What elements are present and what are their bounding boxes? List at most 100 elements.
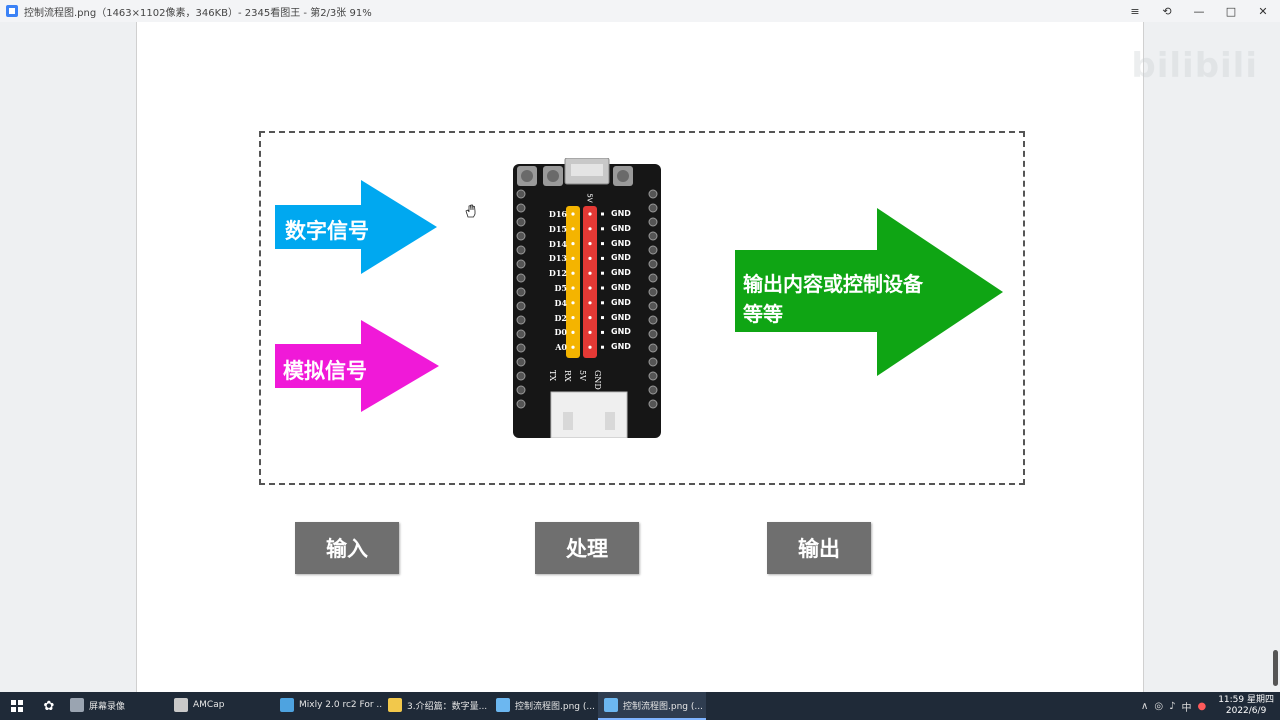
board-pin-label-left: D15 xyxy=(548,223,567,234)
minimize-button[interactable]: — xyxy=(1193,4,1205,18)
volume-icon[interactable]: ♪ xyxy=(1169,700,1176,712)
header-pin xyxy=(588,301,592,305)
pin-hole xyxy=(648,371,658,381)
header-pin xyxy=(571,301,575,305)
microcontroller-board xyxy=(513,158,661,438)
taskbar-item-label: 3.介绍篇：数字量... xyxy=(407,701,488,712)
gnd-pin-marker xyxy=(601,345,604,349)
digital-signal-arrow xyxy=(275,180,437,274)
board-pin-label-left: D5 xyxy=(554,283,567,293)
task-view-icon[interactable]: ✿ xyxy=(43,698,55,714)
tray-chevron-icon[interactable]: ∧ xyxy=(1141,700,1149,712)
board-pin-label-right: GND xyxy=(611,253,631,263)
gnd-pin-marker xyxy=(601,212,604,216)
taskbar-item-label: 控制流程图.png (... xyxy=(515,701,595,712)
output-label-line1: 输出内容或控制设备 xyxy=(743,272,923,296)
board-pin-label-right: GND xyxy=(611,327,631,337)
gnd-pin-marker xyxy=(601,316,604,320)
close-button[interactable]: ✕ xyxy=(1258,4,1268,18)
pin-hole xyxy=(516,217,526,227)
image-viewer-canvas[interactable]: 数字信号 模拟信号 输出内容或控制设备 等等 xyxy=(0,22,1280,692)
board-pin-label-left: D4 xyxy=(554,297,567,308)
bilibili-watermark: bilibili xyxy=(1131,46,1258,86)
pin-hole xyxy=(648,259,658,269)
header-pin xyxy=(588,316,592,320)
board-pin-label-right: GND xyxy=(611,297,631,307)
gnd-pin-marker xyxy=(601,242,604,246)
pin-hole xyxy=(516,315,526,325)
notification-app-icon[interactable]: ● xyxy=(1197,700,1207,712)
network-icon[interactable]: ◎ xyxy=(1154,700,1164,712)
hand-cursor-icon xyxy=(465,204,476,218)
board-pin-label-right: GND xyxy=(611,283,631,292)
pin-hole xyxy=(516,203,526,213)
header-pin xyxy=(571,242,575,246)
digital-signal-label: 数字信号 xyxy=(285,219,369,243)
pin-hole xyxy=(516,357,526,367)
gnd-pin-marker xyxy=(601,227,604,231)
analog-signal-arrow xyxy=(275,320,439,412)
pin-hole xyxy=(516,287,526,297)
header-pin xyxy=(571,271,575,275)
clock-time: 11:59 星期四 xyxy=(1218,695,1274,705)
pin-hole xyxy=(648,287,658,297)
header-pin xyxy=(588,286,592,290)
taskbar-item[interactable]: AMCap xyxy=(168,692,274,720)
taskbar-item[interactable]: 控制流程图.png (... xyxy=(490,692,598,720)
gnd-pin-marker xyxy=(601,286,604,290)
board-bottom-pin-label: RX xyxy=(563,370,572,382)
taskbar-app-icon xyxy=(388,698,402,712)
taskbar-item-label: Mixly 2.0 rc2 For ... xyxy=(299,700,382,710)
clock-date: 2022/6/9 xyxy=(1225,706,1267,716)
board-pin-label-left: D13 xyxy=(548,253,567,264)
header-pin xyxy=(571,345,575,349)
header-pin xyxy=(571,212,575,216)
header-pin xyxy=(571,330,575,334)
vertical-scrollbar[interactable] xyxy=(1273,650,1278,686)
skin-icon[interactable]: ⟲ xyxy=(1162,4,1172,18)
start-button[interactable] xyxy=(0,692,34,720)
gnd-pin-marker xyxy=(601,256,604,260)
board-pin-label-left: D14 xyxy=(548,238,567,249)
analog-signal-label: 模拟信号 xyxy=(283,359,367,383)
board-top-label: 5V xyxy=(585,193,594,203)
pin-hole xyxy=(648,385,658,395)
board-pin-label-right: GND xyxy=(611,209,631,218)
pin-hole xyxy=(648,231,658,241)
board-pin-label-right: GND xyxy=(611,268,631,278)
pin-hole xyxy=(648,329,658,339)
taskbar-item[interactable]: 屏幕录像 xyxy=(64,692,168,720)
window-title: 控制流程图.png（1463×1102像素，346KB）- 2345看图王 - … xyxy=(24,7,372,19)
taskbar-item[interactable]: Mixly 2.0 rc2 For ... xyxy=(274,692,382,720)
maximize-button[interactable]: □ xyxy=(1225,4,1237,18)
clock[interactable]: 11:59 星期四 2022/6/9 xyxy=(1218,695,1274,717)
displayed-image: 数字信号 模拟信号 输出内容或控制设备 等等 xyxy=(136,22,1144,692)
pin-hole xyxy=(516,245,526,255)
gnd-pin-marker xyxy=(601,271,604,275)
taskbar-app-icon xyxy=(280,698,294,712)
pin-hole xyxy=(516,329,526,339)
stage-output-button: 输出 xyxy=(767,522,871,574)
header-pin xyxy=(588,256,592,260)
header-pin xyxy=(588,227,592,231)
header-pin xyxy=(571,286,575,290)
board-bottom-pin-label: GND xyxy=(593,370,602,390)
title-bar: 控制流程图.png（1463×1102像素，346KB）- 2345看图王 - … xyxy=(0,0,1280,22)
pin-hole xyxy=(648,357,658,367)
board-pin-label-right: GND xyxy=(611,342,631,352)
menu-icon[interactable]: ≡ xyxy=(1130,4,1140,18)
board-pin-label-right: GND xyxy=(611,223,631,233)
ime-indicator[interactable]: 中 xyxy=(1181,702,1192,714)
window-controls: ≡ ⟲ — □ ✕ xyxy=(1128,0,1270,22)
pin-hole xyxy=(516,189,526,199)
board-pin-label-left: D0 xyxy=(554,327,567,338)
pin-hole xyxy=(648,301,658,311)
pin-hole xyxy=(516,301,526,311)
taskbar-item[interactable]: 控制流程图.png (... xyxy=(598,692,706,720)
pin-hole xyxy=(516,259,526,269)
taskbar: ✿ 屏幕录像 AMCap Mixly 2.0 rc2 For ... 3.介绍篇：数字… xyxy=(0,692,1280,720)
taskbar-item[interactable]: 3.介绍篇：数字量... xyxy=(382,692,490,720)
board-pin-label-left: A0 xyxy=(555,342,567,353)
taskbar-item-label: 控制流程图.png (... xyxy=(623,701,703,712)
taskbar-item-label: 屏幕录像 xyxy=(89,701,126,712)
